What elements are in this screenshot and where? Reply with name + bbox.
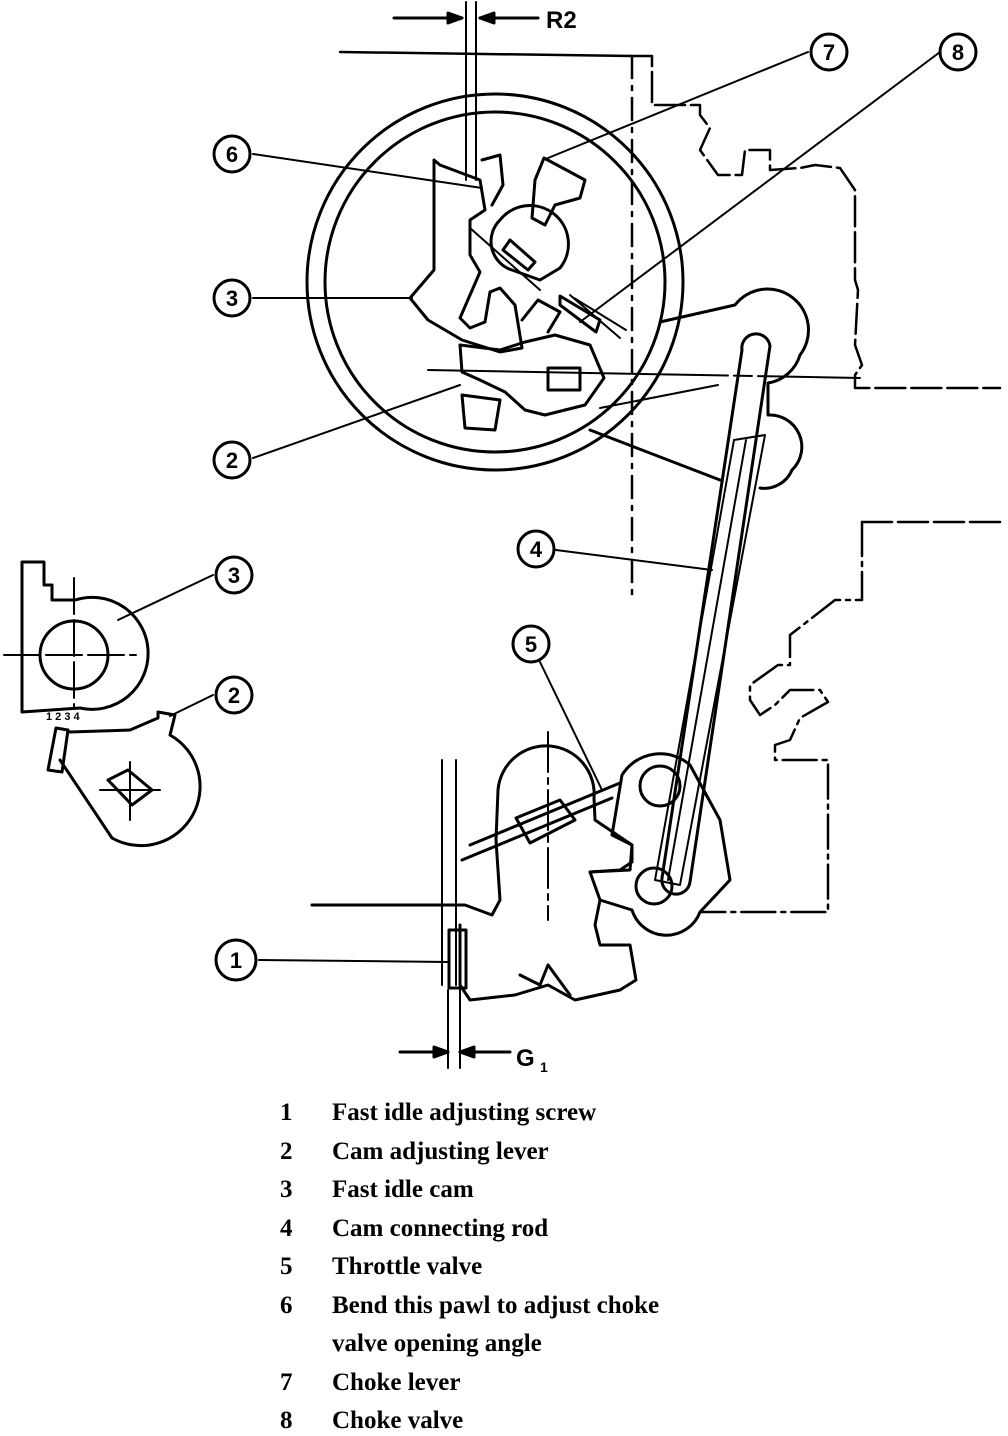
callout-3-lower: 3 (228, 563, 240, 588)
legend-row: 3 Fast idle cam (280, 1171, 840, 1210)
detail-fast-idle-cam (3, 560, 150, 714)
g1-label: G (516, 1045, 535, 1072)
callout-circles (212, 32, 978, 982)
legend-row: 1 Fast idle adjusting screw (280, 1094, 840, 1133)
reference-line (427, 369, 861, 379)
legend-text: Fast idle cam (332, 1176, 474, 1203)
legend-text: Fast idle adjusting screw (332, 1099, 597, 1126)
linkage-line (599, 384, 719, 409)
carburetor-choke-linkage-diagram: R2 (3, 1, 1002, 1075)
legend-text: Bend this pawl to adjust choke (332, 1291, 660, 1319)
legend-row: 5 Throttle valve (280, 1248, 840, 1287)
g1-dimension (398, 989, 512, 1069)
legend-number: 4 (280, 1214, 293, 1242)
legend-text: Cam connecting rod (332, 1214, 549, 1242)
r2-dimension (392, 1, 540, 181)
cam-adjusting-lever-upper (458, 298, 606, 432)
legend-number: 8 (280, 1407, 293, 1434)
callout-2-upper: 2 (226, 448, 238, 473)
callout-2-lower: 2 (228, 683, 240, 708)
legend-text: valve opening angle (332, 1330, 542, 1357)
leader-lines (117, 51, 941, 963)
cam-scale-ticks: 1 2 3 4 (46, 711, 81, 723)
callout-8: 8 (952, 40, 964, 65)
fast-idle-cam-upper (408, 153, 587, 354)
legend-text: Choke lever (332, 1368, 461, 1396)
legend-text: Choke valve (332, 1407, 464, 1434)
legend-row: valve opening angle (280, 1325, 840, 1364)
detail-cam-adjusting-lever (46, 710, 202, 848)
legend-number: 1 (280, 1099, 293, 1126)
legend-number: 3 (280, 1176, 293, 1203)
legend-number: 6 (280, 1291, 293, 1319)
r2-label: R2 (546, 7, 577, 34)
parts-legend: 1 Fast idle adjusting screw 2 Cam adjustin… (280, 1094, 840, 1436)
legend-row: 4 Cam connecting rod (280, 1210, 840, 1249)
legend-row: 7 Choke lever (280, 1364, 840, 1403)
callout-5: 5 (525, 632, 537, 657)
legend-number: 2 (280, 1137, 293, 1165)
g1-subscript: 1 (540, 1059, 548, 1075)
callout-6: 6 (226, 142, 238, 167)
cam-connecting-rod (654, 332, 772, 896)
callout-7: 7 (823, 40, 835, 65)
throttle-body (310, 744, 732, 1002)
callout-3-upper: 3 (226, 286, 238, 311)
legend-number: 5 (280, 1253, 293, 1280)
legend-text: Cam adjusting lever (332, 1137, 549, 1165)
choke-lever-arm (588, 287, 810, 490)
carburetor-body-outline (338, 50, 1002, 914)
legend-number: 7 (280, 1368, 293, 1396)
legend-text: Throttle valve (332, 1253, 483, 1280)
legend-row: 2 Cam adjusting lever (280, 1133, 840, 1172)
legend-number (280, 1325, 332, 1364)
choke-valve (558, 294, 627, 339)
fast-idle-adjusting-screw (447, 928, 468, 990)
legend-row: 6 Bend this pawl to adjust choke (280, 1287, 840, 1326)
callout-4: 4 (530, 537, 543, 562)
legend-row: 8 Choke valve (280, 1402, 840, 1436)
throttle-valve (460, 731, 622, 921)
choke-housing (305, 92, 685, 472)
callout-1: 1 (230, 948, 242, 973)
